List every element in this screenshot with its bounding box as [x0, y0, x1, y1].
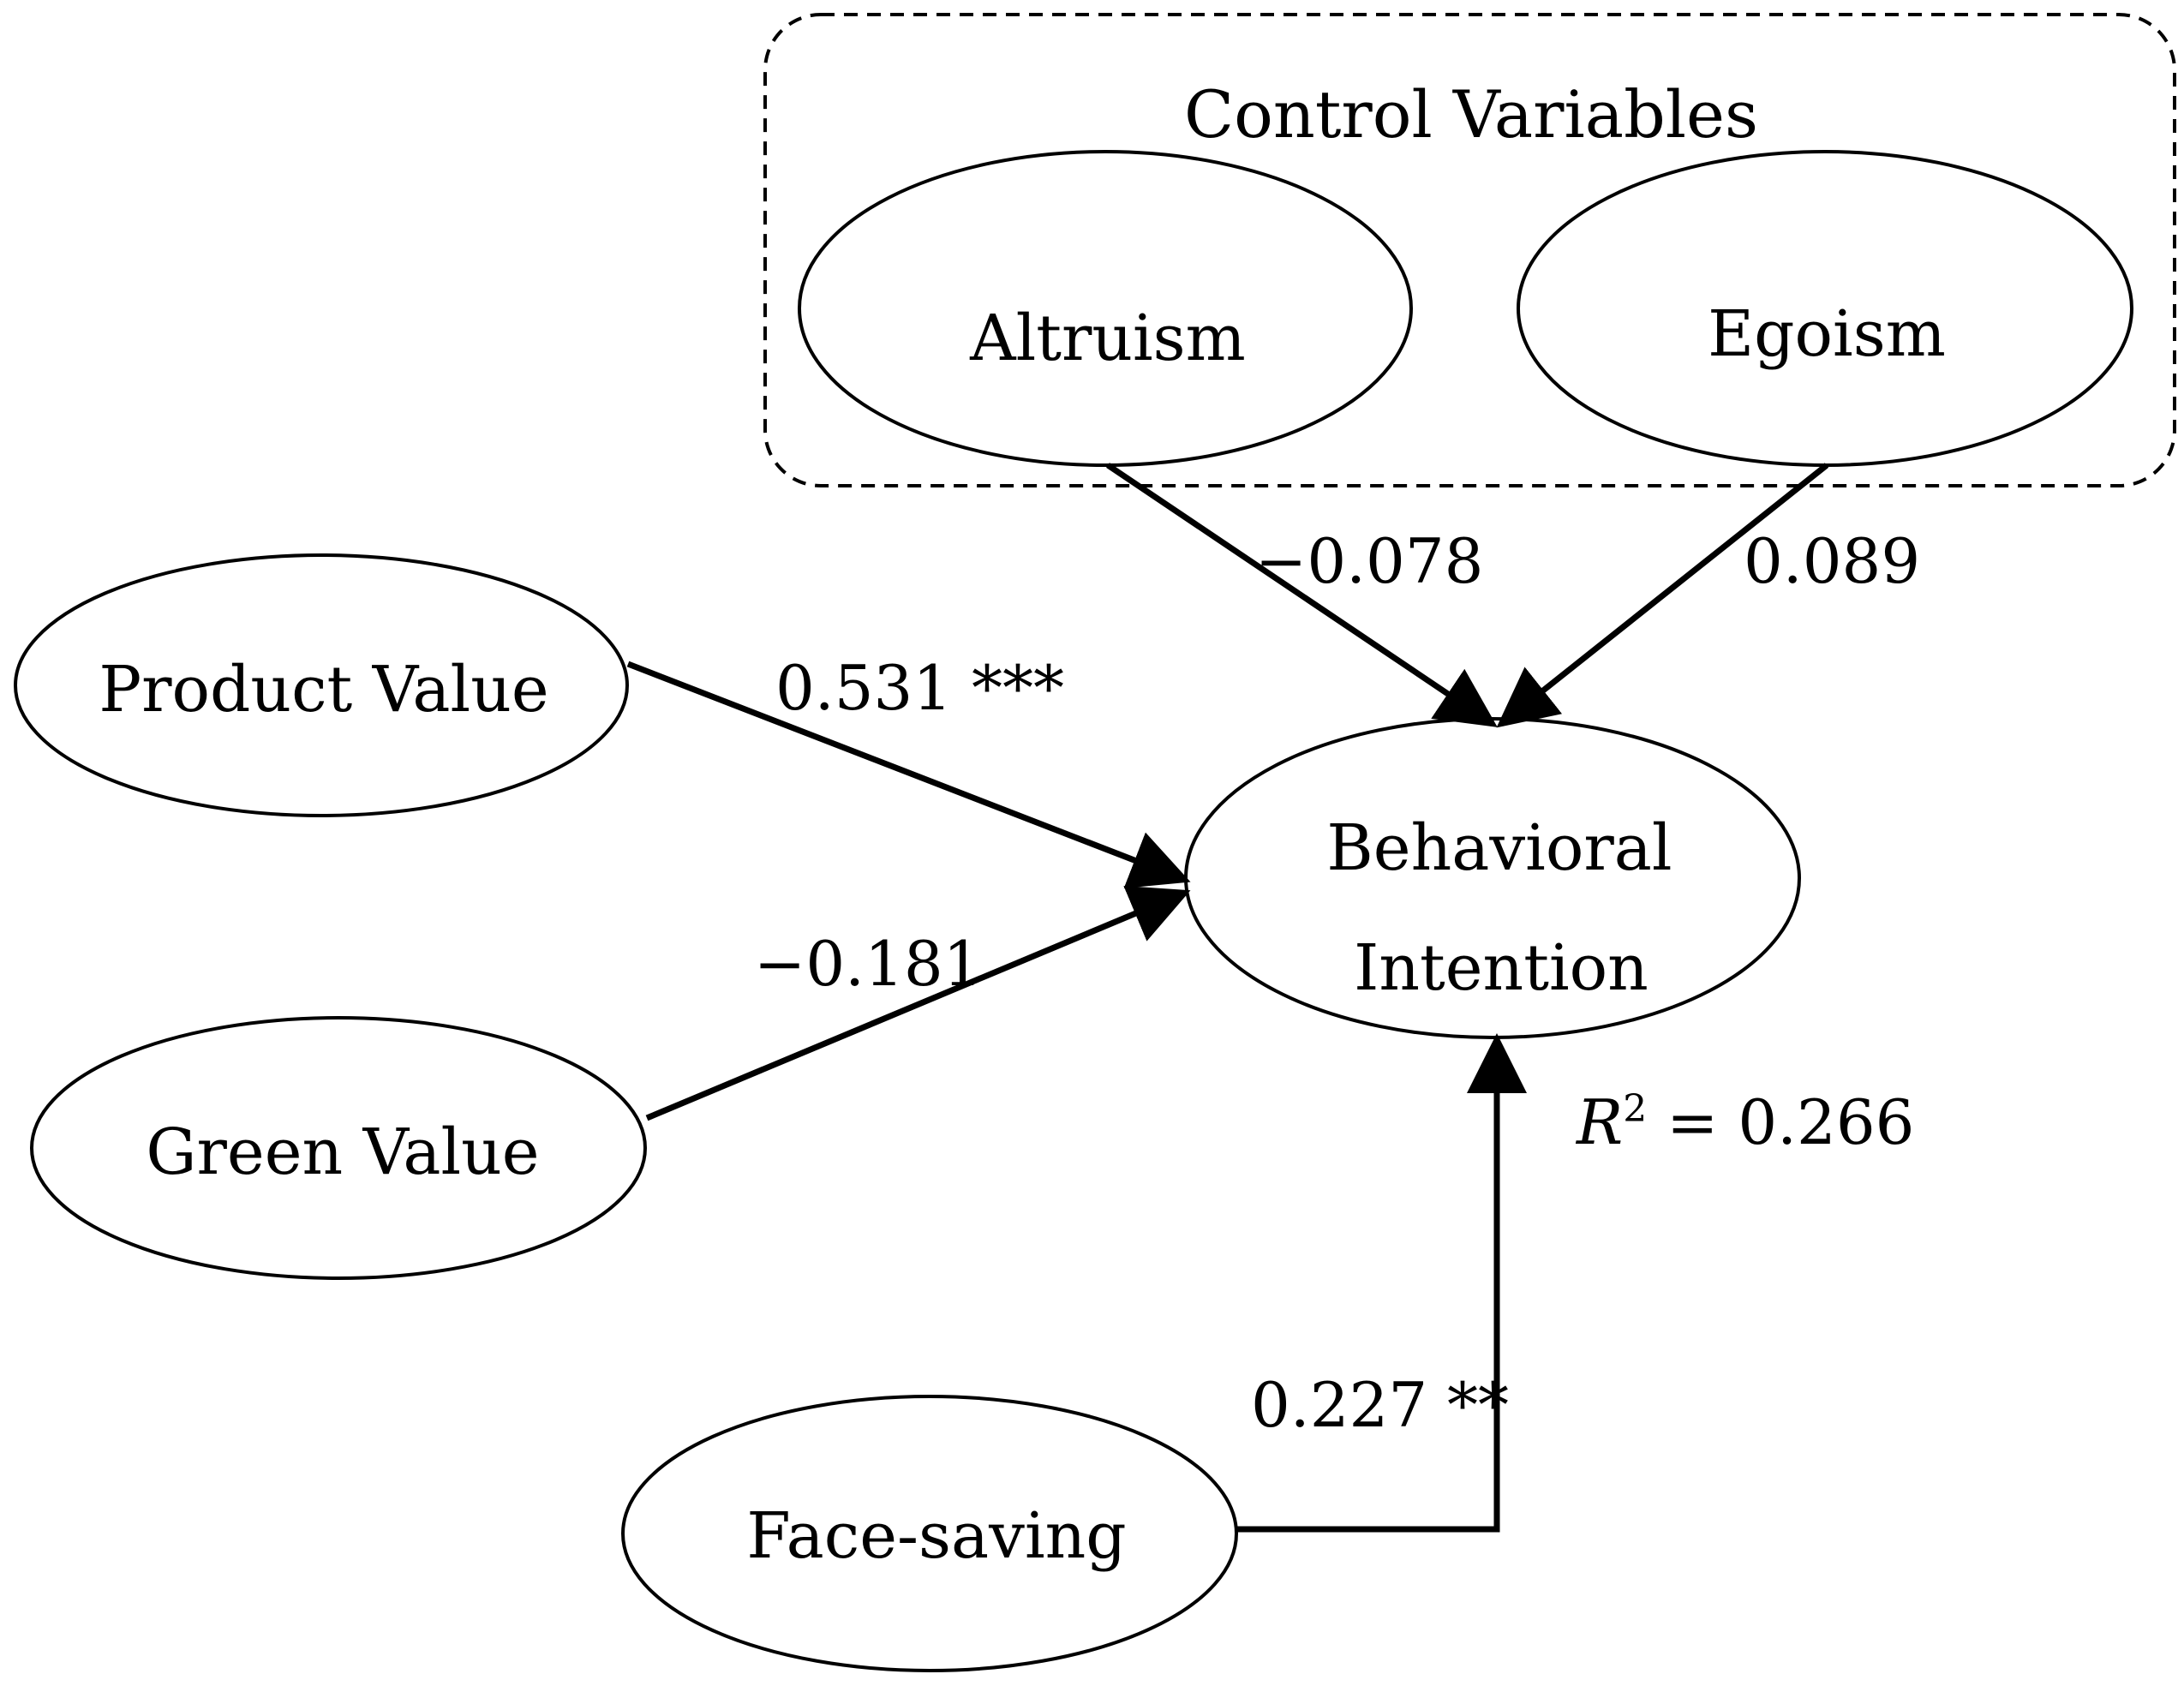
r-squared-label: R2 = 0.266	[1575, 1086, 1914, 1158]
product-value-label: Product Value	[99, 653, 548, 726]
product-to-bi-arrow	[626, 661, 1191, 888]
altruism-label: Altruism	[969, 302, 1246, 375]
coef-egoism: 0.089	[1744, 525, 1920, 597]
face-to-bi-arrow	[1236, 1033, 1527, 1533]
behavioral-intention-label-line2: Intention	[1354, 931, 1648, 1005]
coef-altruism: −0.078	[1255, 525, 1483, 597]
green-value-label: Green Value	[146, 1115, 539, 1189]
coef-product-value: 0.531 ***	[775, 652, 1064, 724]
control-variables-title: Control Variables	[1184, 76, 1758, 152]
coef-green-value: −0.181	[754, 928, 982, 1000]
green-value-node	[30, 1016, 647, 1280]
altruism-node	[798, 150, 1413, 467]
control-variables-box	[763, 13, 2176, 487]
egoism-to-bi-arrow	[1496, 463, 1829, 728]
coef-face-saving: 0.227 **	[1251, 1369, 1509, 1441]
egoism-label: Egoism	[1708, 297, 1946, 371]
green-to-bi-arrow	[645, 886, 1191, 1121]
product-value-node	[14, 553, 629, 817]
face-saving-node	[621, 1395, 1238, 1672]
behavioral-intention-label-line1: Behavioral	[1326, 811, 1672, 885]
altruism-to-bi-arrow	[1106, 463, 1498, 727]
face-saving-label: Face-saving	[746, 1499, 1126, 1573]
